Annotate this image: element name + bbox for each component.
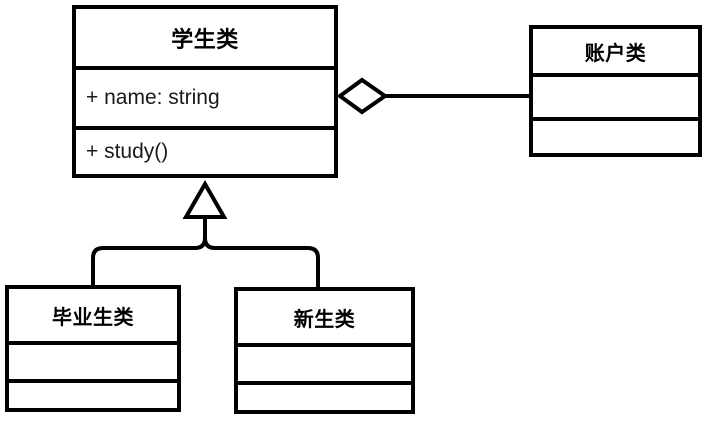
class-operation-account-0 [533,117,698,153]
class-name-account: 账户类 [584,42,647,65]
generalization-branch-path [91,217,320,289]
class-attribute-student-0: + name: string [76,66,334,126]
class-operation-freshman-0 [238,381,411,410]
class-box-freshman[interactable]: 新生类 [234,287,415,414]
class-box-account[interactable]: 账户类 [529,25,702,157]
hollow-triangle-icon [182,179,228,219]
class-operation-student-0: + study() [76,126,334,174]
class-name-graduate: 毕业生类 [52,306,134,329]
aggregation-student-account[interactable] [336,77,531,115]
class-attribute-freshman-0 [238,343,411,381]
class-attribute-graduate-0 [9,341,177,379]
hollow-diamond-icon [336,77,389,115]
class-attribute-account-0 [533,73,698,117]
class-name-student: 学生类 [171,26,239,52]
class-operation-graduate-0 [9,379,177,408]
class-box-student[interactable]: 学生类 + name: string + study() [72,5,338,178]
generalization-subclasses-student[interactable] [91,179,320,289]
class-box-graduate[interactable]: 毕业生类 [5,285,181,412]
class-name-freshman: 新生类 [293,308,356,331]
